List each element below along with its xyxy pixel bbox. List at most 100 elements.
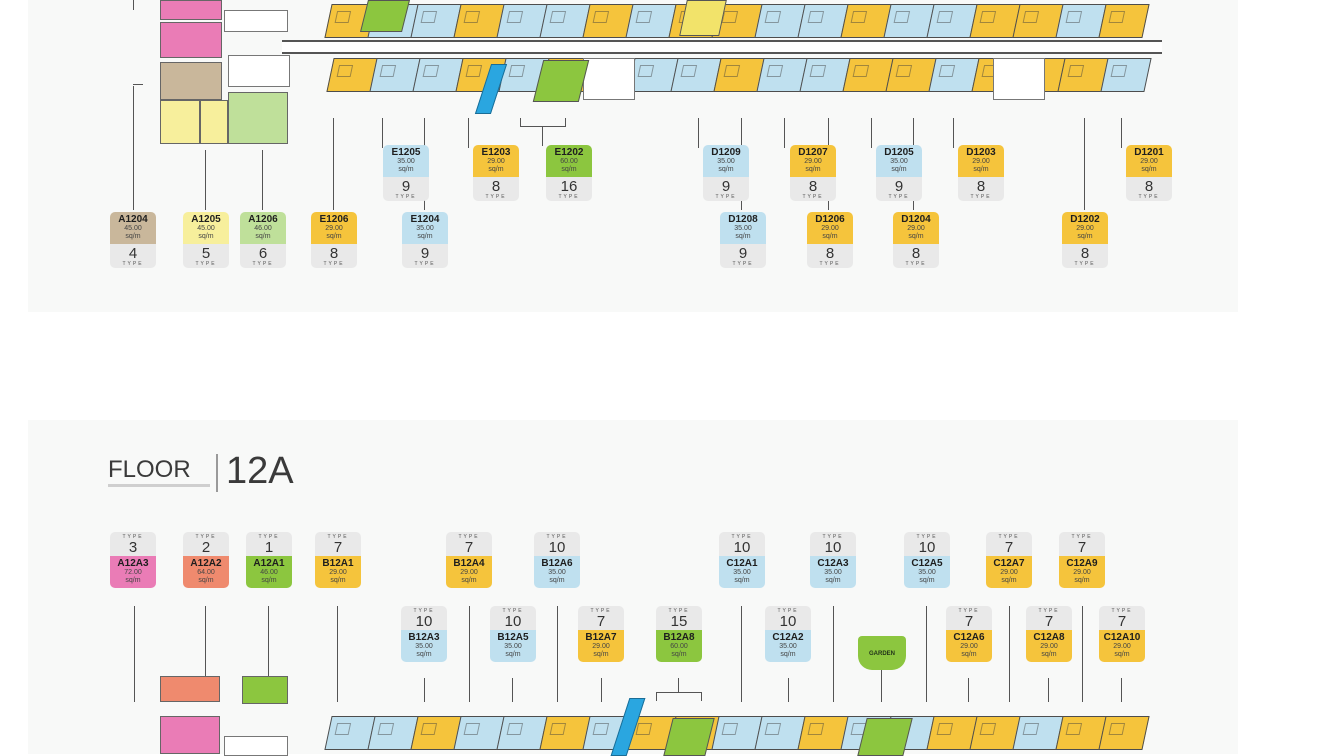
- type-number: 3: [128, 539, 138, 556]
- unit-area: 29.00: [329, 569, 347, 576]
- leader-line: [424, 678, 425, 702]
- type-word: TYPE: [502, 608, 524, 614]
- type-number: 7: [1077, 539, 1087, 556]
- unit-id: D1206: [815, 214, 845, 225]
- unit-id: A1206: [248, 214, 278, 225]
- area-unit: sq/m: [505, 651, 521, 658]
- leader-line: [134, 606, 135, 702]
- type-number: 5: [201, 245, 211, 262]
- type-word: TYPE: [970, 194, 992, 200]
- unit-area: 46.00: [260, 569, 278, 576]
- type-number: 9: [738, 245, 748, 262]
- unit-area: 35.00: [548, 569, 566, 576]
- unit-id: A1204: [118, 214, 148, 225]
- area-unit: sq/m: [735, 233, 751, 240]
- unit-area: 45.00: [197, 225, 215, 232]
- area-unit: sq/m: [1074, 577, 1090, 584]
- leader-line: [468, 118, 469, 148]
- area-unit: sq/m: [822, 233, 838, 240]
- unit-area: 60.00: [670, 643, 688, 650]
- leader-line: [133, 86, 134, 210]
- leader-line: [784, 118, 785, 148]
- type-word: TYPE: [998, 534, 1020, 540]
- unit-area: 35.00: [504, 643, 522, 650]
- unit-id: C12A7: [993, 558, 1025, 569]
- type-word: TYPE: [1111, 608, 1133, 614]
- type-number: 8: [976, 178, 986, 195]
- unit-id: E1203: [481, 147, 511, 158]
- area-unit: sq/m: [1001, 577, 1017, 584]
- type-word: TYPE: [414, 261, 436, 267]
- type-number: 7: [464, 539, 474, 556]
- type-number: 8: [491, 178, 501, 195]
- area-unit: sq/m: [1141, 166, 1157, 173]
- unit-area: 29.00: [1000, 569, 1018, 576]
- type-number: 10: [824, 539, 842, 556]
- area-unit: sq/m: [593, 651, 609, 658]
- leader-line: [678, 678, 679, 692]
- type-number: 9: [721, 178, 731, 195]
- area-unit: sq/m: [255, 233, 271, 240]
- type-word: TYPE: [732, 261, 754, 267]
- type-word: TYPE: [731, 534, 753, 540]
- leader-line: [382, 118, 383, 148]
- area-unit: sq/m: [908, 233, 924, 240]
- unit-area: 29.00: [1140, 158, 1158, 165]
- unit-id: D1204: [901, 214, 931, 225]
- type-number: 7: [596, 613, 606, 630]
- type-number: 10: [918, 539, 936, 556]
- unit-area: 29.00: [1076, 225, 1094, 232]
- type-word: TYPE: [395, 194, 417, 200]
- apartment-unit: [1098, 4, 1150, 38]
